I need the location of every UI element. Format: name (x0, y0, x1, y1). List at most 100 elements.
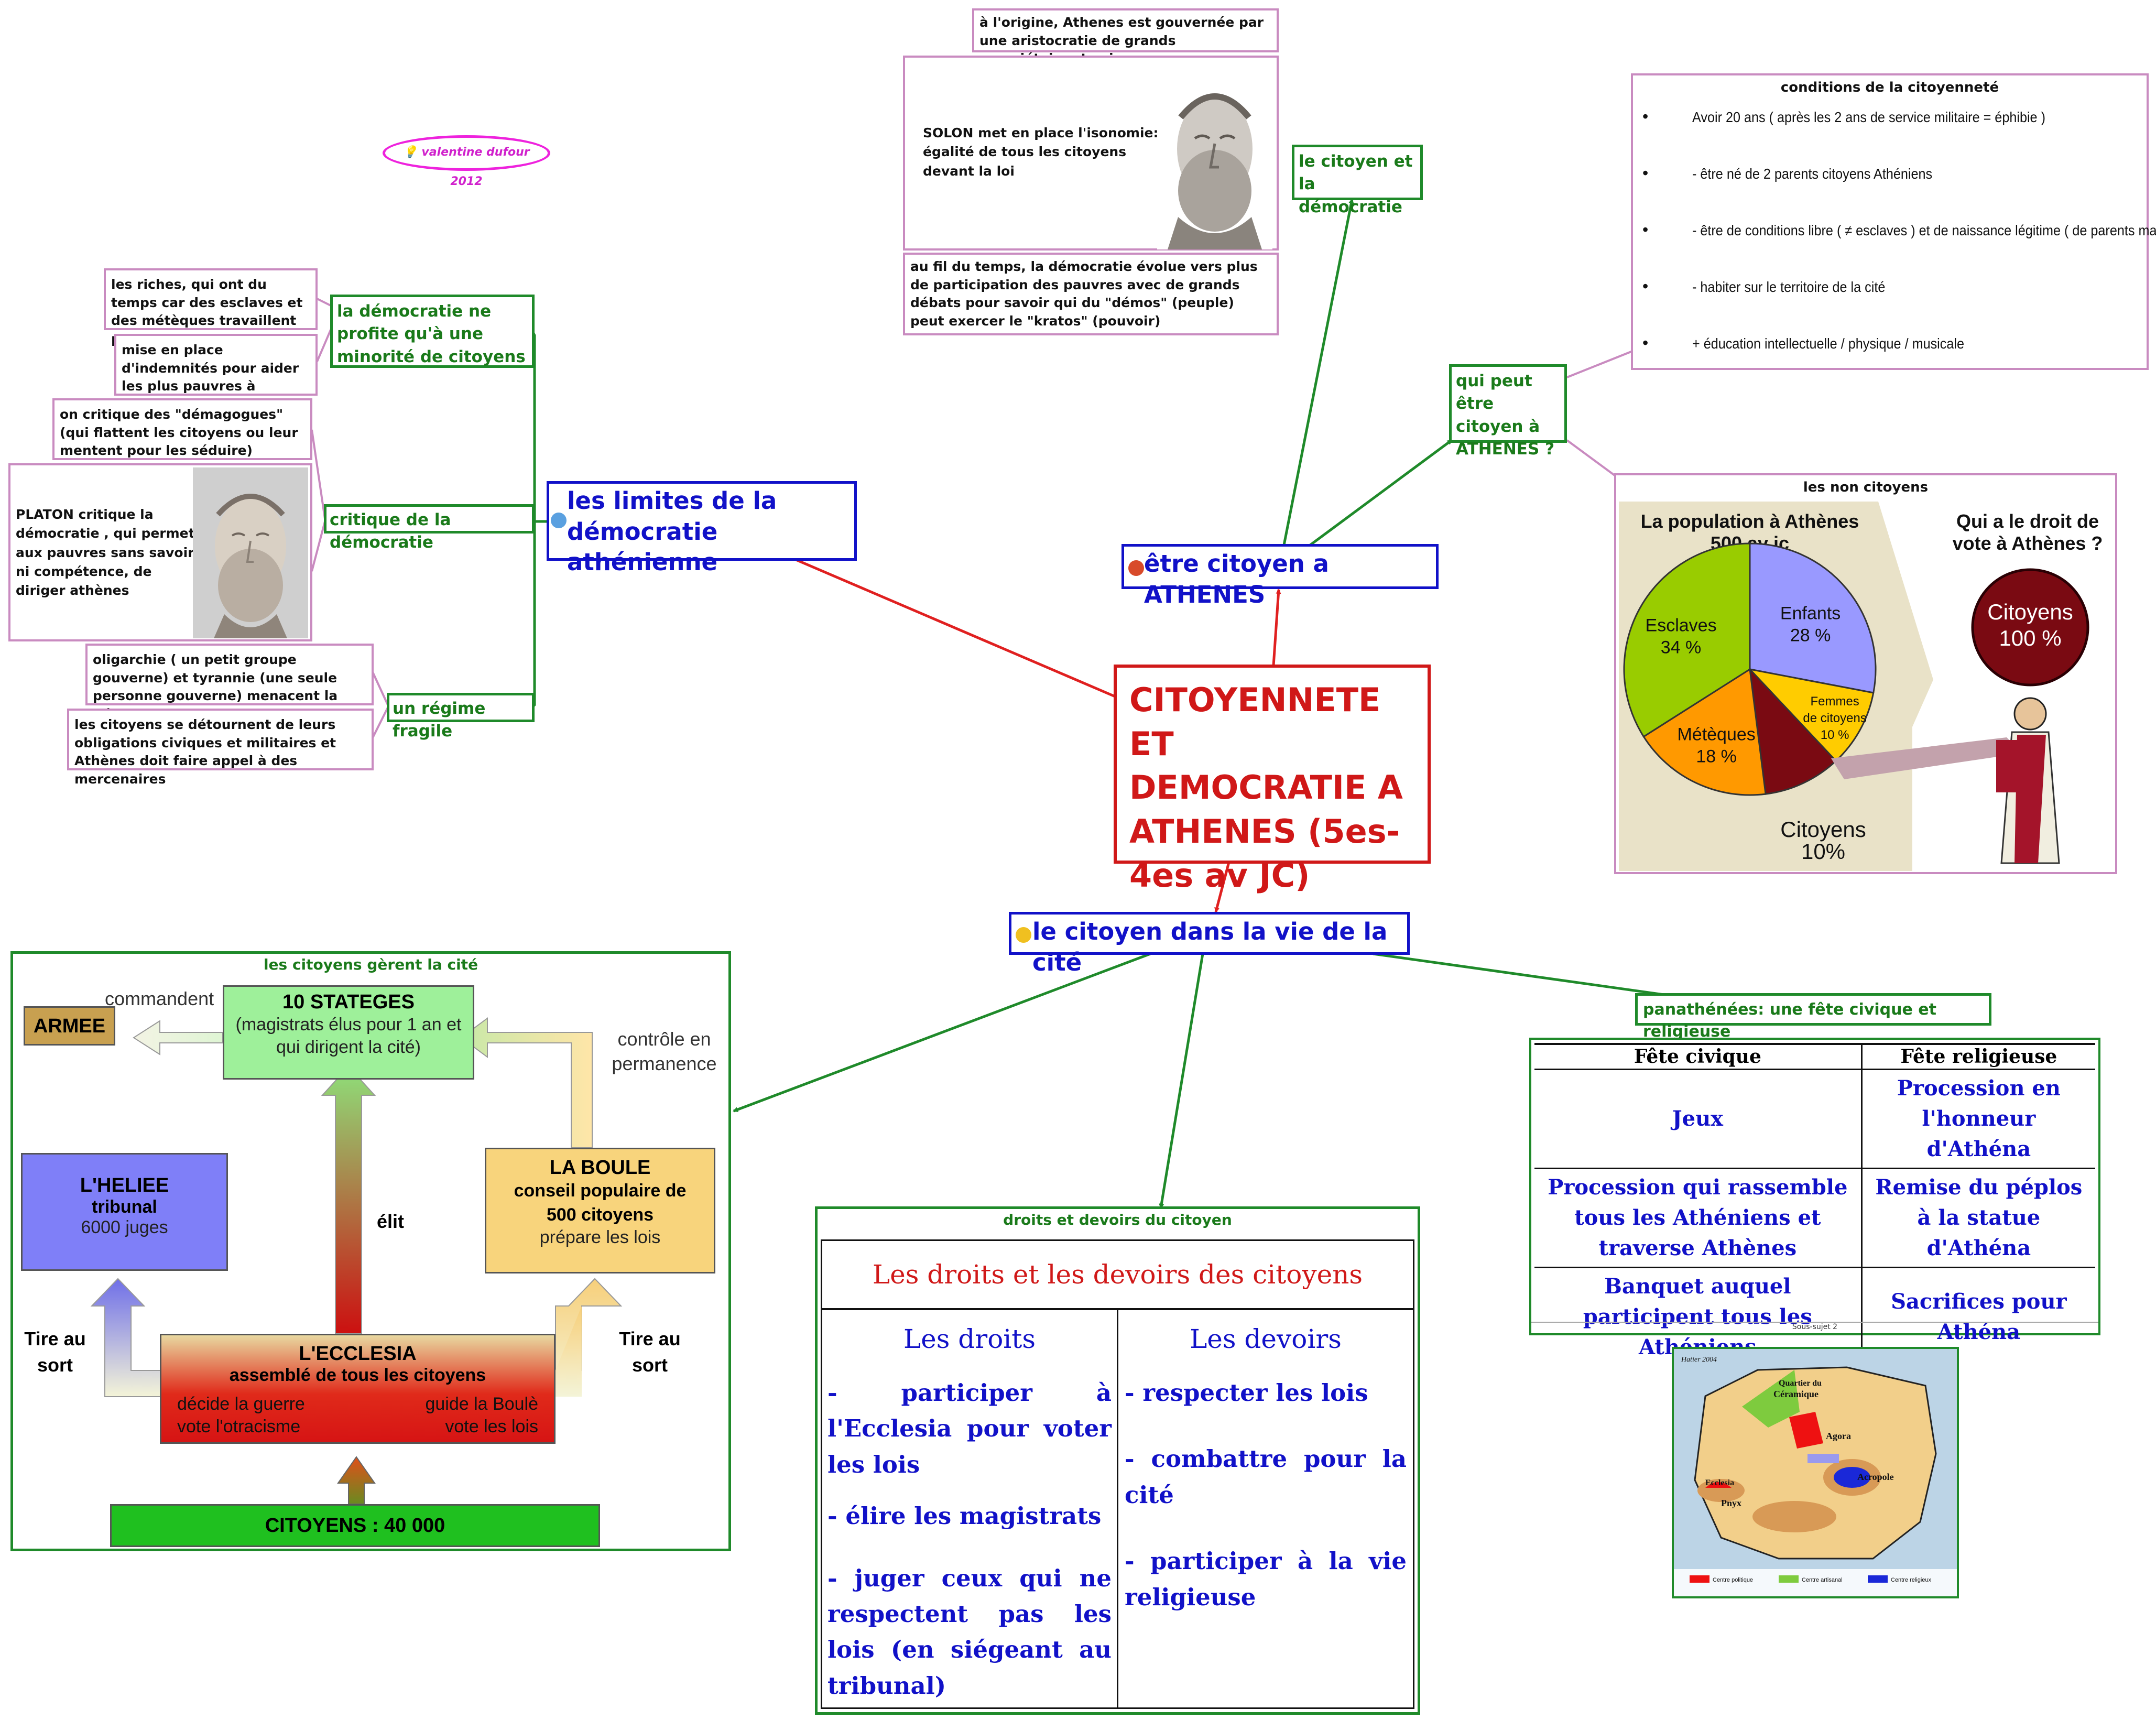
bullet-icon: • (1642, 220, 1649, 239)
heliee-box[interactable]: L'HELIEE tribunal 6000 juges (21, 1153, 228, 1271)
frame-conditions: conditions de la citoyenneté •Avoir 20 a… (1631, 73, 2156, 370)
pie-label-3: Métèques (1677, 725, 1755, 745)
lightbulb-icon: 💡 (403, 146, 418, 159)
elit-label: élit (376, 1211, 404, 1232)
armee-box[interactable]: ARMEE (24, 1006, 115, 1046)
conditions-list: •Avoir 20 ans ( après les 2 ans de servi… (1642, 107, 2156, 390)
fete-religieuse-cell: Sacrifices pour Athéna (1861, 1266, 2095, 1366)
note-oligarchie[interactable]: oligarchie ( un petit groupe gouverne) e… (85, 644, 374, 722)
svg-text:Centre politique: Centre politique (1713, 1577, 1753, 1583)
pie-label-1: Femmes (1810, 694, 1859, 709)
pie-label-2: Citoyens (1780, 817, 1866, 842)
pie-label-2: 10% (1801, 839, 1845, 864)
droit-item: - élire les magistrats (827, 1502, 1102, 1530)
note-mercenaires[interactable]: les citoyens se détournent de leurs obli… (67, 709, 374, 787)
note-demagogues[interactable]: on critique des "démagogues" (qui flatte… (52, 398, 312, 460)
bullet-icon: • (1642, 277, 1649, 296)
frame-non-citoyens: les non citoyens La population à Athènes… (1614, 473, 2117, 874)
tire-au-sort-right: Tire au sort (619, 1328, 681, 1376)
droits-frame-title: droits et devoirs du citoyen (1003, 1211, 1232, 1228)
vote-label: Citoyens (1987, 600, 2073, 624)
droits-column: Les droits - participer à l'Ecclesia pou… (822, 1310, 1118, 1707)
branch-limites[interactable]: les limites de la démocratie athénienne (547, 481, 857, 576)
note-platon[interactable]: PLATON critique la démocratie , qui perm… (8, 463, 312, 641)
branch-vie-label: le citoyen dans la vie de la cité (1032, 918, 1388, 976)
branch-vie-cite[interactable]: le citoyen dans la vie de la cité (1009, 912, 1410, 976)
devoir-item: - combattre pour la cité (1125, 1445, 1407, 1509)
node-qui-peut[interactable]: qui peut être citoyen à ATHENES ? (1449, 364, 1567, 459)
signature-bubble: 💡 valentine dufour 2012 (383, 135, 550, 188)
fete-civique-cell: Procession qui rassemble tous les Athéni… (1534, 1167, 1863, 1267)
devoir-item: - participer à la vie religieuse (1125, 1547, 1407, 1611)
note-origine[interactable]: à l'origine, Athenes est gouvernée par u… (972, 8, 1279, 66)
center-title: CITOYENNETE ET DEMOCRATIE A ATHENES (5es… (1129, 681, 1403, 895)
node-fragile[interactable]: un régime fragile (387, 693, 535, 741)
pie-slice-0 (1749, 542, 1877, 694)
citizen-figure (1996, 697, 2060, 864)
pie-title-line1: La population à Athènes (1641, 510, 1859, 532)
tire-au-sort-left: Tire au sort (24, 1328, 86, 1376)
droit-item: - participer à l'Ecclesia pour voter les… (827, 1379, 1112, 1478)
vote-circle (1971, 568, 2089, 687)
pie-pointer (1831, 737, 2022, 779)
fete-row: Procession qui rassemble tous les Athéni… (1534, 1167, 2095, 1267)
bullet-icon: • (1642, 107, 1649, 126)
center-topic[interactable]: CITOYENNETE ET DEMOCRATIE A ATHENES (5es… (1114, 665, 1431, 895)
note-evolue[interactable]: au fil du temps, la démocratie évolue ve… (903, 253, 1279, 335)
solon-bust-image (1157, 60, 1272, 249)
note-solon[interactable]: SOLON met en place l'isonomie: égalité d… (903, 56, 1279, 251)
fete-row: Banquet auquel participent tous les Athé… (1534, 1266, 2095, 1366)
condition-item: •- être né de 2 parents citoyens Athénie… (1642, 164, 1933, 182)
frame-athens-map[interactable]: Hatier 2004 Quartier du Céramique Agora … (1672, 1347, 1959, 1598)
note-riches[interactable]: les riches, qui ont du temps car des esc… (104, 268, 318, 346)
boule-box[interactable]: LA BOULE conseil populaire de 500 citoye… (485, 1148, 715, 1273)
pie-label-0: 28 % (1790, 625, 1831, 645)
pie-label-1: de citoyens (1803, 711, 1866, 725)
bullet-icon: • (1642, 333, 1649, 352)
note-indemnites[interactable]: mise en place d'indemnités pour aider le… (114, 334, 318, 412)
ecclesia-right-roles: guide la Boulè vote les lois (425, 1394, 538, 1436)
stateges-box[interactable]: 10 STATEGES (magistrats élus pour 1 an e… (223, 985, 474, 1080)
svg-text:Ecclesia: Ecclesia (1705, 1478, 1734, 1487)
droits-heading: Les droits et les devoirs des citoyens (822, 1241, 1413, 1310)
athens-map: Hatier 2004 Quartier du Céramique Agora … (1674, 1349, 1957, 1596)
conditions-title: conditions de la citoyenneté (1780, 80, 1999, 95)
col-fete-civique: Fête civique (1534, 1043, 1863, 1070)
node-citoyen-democratie[interactable]: le citoyen et la démocratie (1292, 145, 1423, 216)
node-critique[interactable]: critique de la démocratie (324, 504, 535, 552)
pie-slice-4 (1623, 542, 1751, 738)
condition-item: •+ éducation intellectuelle / physique /… (1642, 333, 1965, 352)
branch-number-icon (1016, 927, 1031, 943)
platon-bust-image (193, 467, 308, 638)
pie-slices (1623, 542, 1877, 796)
commandent-label: commandent (105, 988, 214, 1009)
controle-label: contrôle en permanence (612, 1028, 717, 1074)
pie-slice-2 (1748, 667, 1837, 795)
devoir-item: - respecter les lois (1125, 1379, 1368, 1407)
frame-gerent-cite: les citoyens gèrent la cité ARMEE comman… (10, 951, 731, 1551)
svg-text:Acropole: Acropole (1857, 1472, 1894, 1482)
svg-text:Pnyx: Pnyx (1721, 1498, 1741, 1508)
vote-title-line1: Qui a le droit de (1956, 510, 2099, 532)
svg-text:Centre artisanal: Centre artisanal (1802, 1577, 1843, 1583)
bullet-icon: • (1642, 164, 1649, 182)
citoyens-box[interactable]: CITOYENS : 40 000 (110, 1504, 600, 1547)
svg-text:Céramique: Céramique (1773, 1389, 1819, 1399)
pie-label-0: Enfants (1780, 603, 1841, 623)
condition-item: •- être de conditions libre ( ≠ esclaves… (1642, 220, 2156, 239)
branch-limites-label: les limites de la démocratie athénienne (567, 487, 777, 576)
ecclesia-box[interactable]: L'ECCLESIA assemblé de tous les citoyens… (160, 1334, 556, 1444)
node-minorite[interactable]: la démocratie ne profite qu'à une minori… (330, 295, 535, 368)
branch-etre-citoyen[interactable]: être citoyen a ATHENES (1121, 544, 1439, 608)
sous-sujet-label: Sous-sujet 2 (1531, 1322, 2098, 1331)
population-pie-chart: La population à Athènes 500 av jc Enfant… (1619, 502, 2103, 871)
svg-text:Quartier du: Quartier du (1779, 1379, 1822, 1388)
node-panathenees[interactable]: panathénées: une fête civique et religie… (1635, 993, 1991, 1041)
gerent-title: les citoyens gèrent la cité (263, 956, 478, 973)
condition-item: •- habiter sur le territoire de la cité (1642, 277, 1886, 296)
fete-civique-cell: Jeux (1534, 1068, 1863, 1168)
